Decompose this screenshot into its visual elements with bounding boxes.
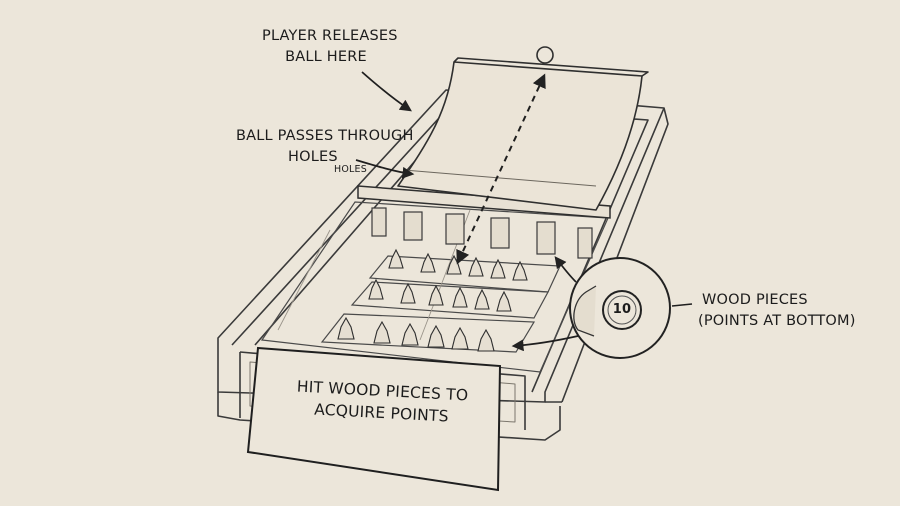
holes-arrow — [355, 159, 415, 179]
hit-label-frame — [246, 346, 502, 492]
wood-label-line2: (POINTS AT BOTTOM) — [698, 313, 856, 329]
back-ramp — [397, 57, 649, 211]
wood-pegs — [337, 248, 528, 352]
wood-label-line1: WOOD PIECES — [702, 292, 808, 308]
annotation-arrows — [355, 71, 579, 352]
peg-row-3 — [337, 316, 495, 352]
holes-label-line1: BALL PASSES THROUGH — [236, 128, 414, 144]
wood-leader-line — [671, 303, 693, 307]
callout-to-peg-arrow — [511, 335, 579, 352]
release-label-line1: PLAYER RELEASES — [262, 28, 398, 44]
release-label: PLAYER RELEASES BALL HERE — [262, 26, 398, 68]
peg-row-1 — [388, 248, 528, 281]
ball — [536, 46, 554, 64]
wood-piece-badge — [602, 290, 642, 330]
magnifier-callout — [569, 257, 671, 359]
ball-path-arrow — [456, 73, 546, 265]
release-arrow — [361, 71, 412, 112]
peg-row-2 — [368, 278, 512, 312]
callout-to-cubby-arrow — [554, 256, 577, 283]
release-label-line2: BALL HERE — [285, 49, 367, 65]
holes-label-line2: HOLES — [288, 149, 338, 165]
holes-small-label: HOLES — [334, 164, 367, 175]
holes-label: BALL PASSES THROUGH HOLES — [236, 126, 414, 168]
badge-value: 10 — [612, 302, 632, 317]
wood-label: WOOD PIECES (POINTS AT BOTTOM) — [698, 290, 868, 332]
